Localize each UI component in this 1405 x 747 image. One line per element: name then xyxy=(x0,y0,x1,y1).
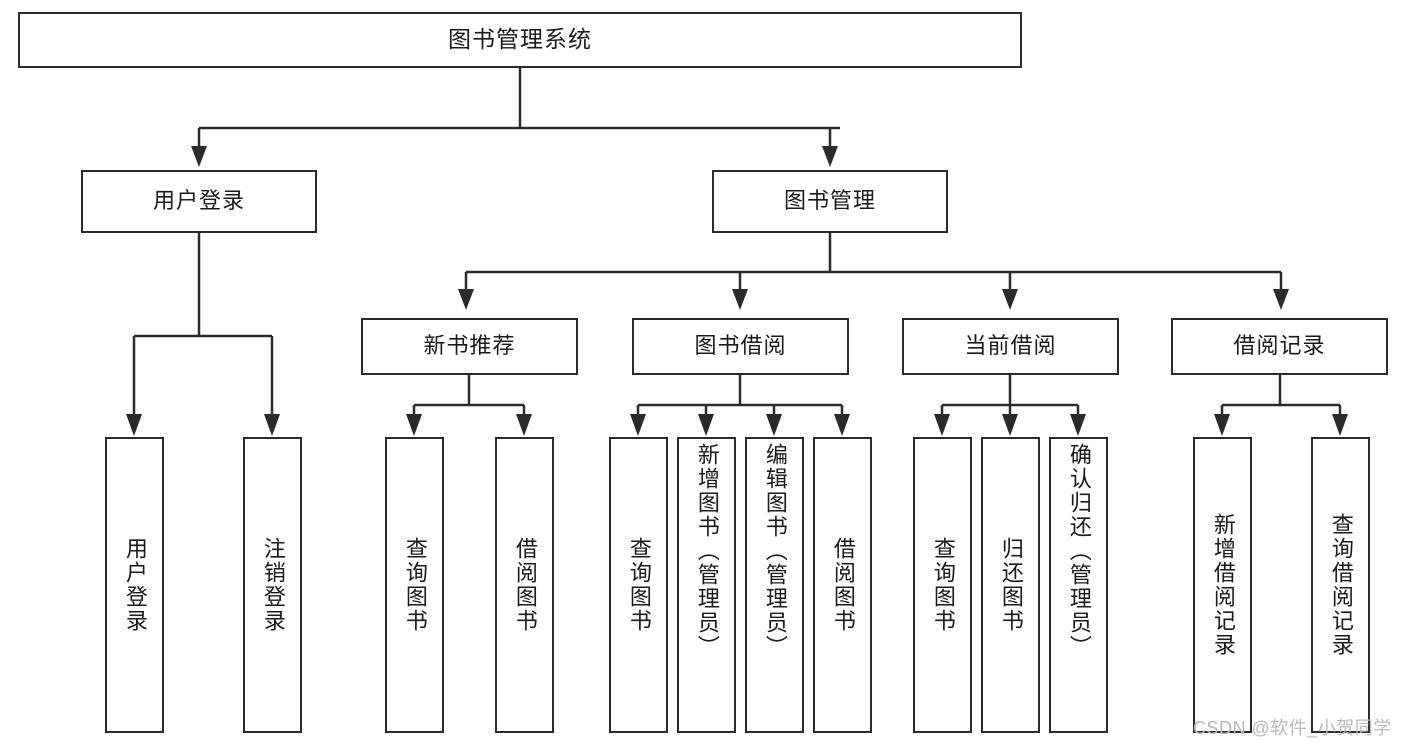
node-book-management-system[interactable]: 图书管理系统 xyxy=(18,12,1022,68)
leaf-record-add-record[interactable]: 新增借阅记录 xyxy=(1193,437,1252,733)
arrow-user-login xyxy=(191,146,207,167)
arrow-cu-l2 xyxy=(1002,414,1018,436)
arrow-bo-l1 xyxy=(630,414,646,436)
arrow-cu-l1 xyxy=(934,414,950,436)
arrow-ul-leaf1 xyxy=(126,414,142,436)
arrow-re-l2 xyxy=(1332,414,1348,436)
arrow-cu-l3 xyxy=(1070,414,1086,436)
leaf-label: 查询图书 xyxy=(402,537,428,633)
watermark-text: CSDN @软件_小贺同学 xyxy=(1193,718,1392,738)
leaf-current-confirm-return-admin[interactable]: 确认归还（管理员） xyxy=(1049,437,1108,733)
node-current-borrow[interactable]: 当前借阅 xyxy=(902,318,1119,375)
leaf-borrow-borrow-book[interactable]: 借阅图书 xyxy=(813,437,872,733)
leaf-user-login-signout[interactable]: 注销登录 xyxy=(243,437,302,733)
arrow-bo-l2 xyxy=(698,414,714,436)
node-label: 当前借阅 xyxy=(964,333,1057,359)
leaf-newbook-borrow-book[interactable]: 借阅图书 xyxy=(495,437,554,733)
arrow-record xyxy=(1273,289,1289,310)
leaf-borrow-add-book-admin[interactable]: 新增图书（管理员） xyxy=(677,437,736,733)
leaf-label: 归还图书 xyxy=(998,537,1024,633)
leaf-label: 编辑图书（管理员） xyxy=(762,443,788,659)
arrow-bo-l4 xyxy=(834,414,850,436)
node-label: 用户登录 xyxy=(152,188,245,214)
leaf-label: 用户登录 xyxy=(122,537,148,633)
leaf-label: 确认归还（管理员） xyxy=(1066,443,1092,659)
leaf-label: 借阅图书 xyxy=(830,537,856,633)
arrow-nb-l1 xyxy=(406,414,422,436)
arrow-book-mgmt xyxy=(822,146,838,167)
node-user-login[interactable]: 用户登录 xyxy=(81,170,317,233)
leaf-current-return-book[interactable]: 归还图书 xyxy=(981,437,1040,733)
leaf-label: 查询图书 xyxy=(626,537,652,633)
leaf-current-query-book[interactable]: 查询图书 xyxy=(913,437,972,733)
leaf-newbook-query-book[interactable]: 查询图书 xyxy=(385,437,444,733)
leaf-label: 借阅图书 xyxy=(512,537,538,633)
leaf-borrow-query-book[interactable]: 查询图书 xyxy=(609,437,668,733)
arrow-re-l1 xyxy=(1214,414,1230,436)
arrow-current xyxy=(1002,289,1018,310)
arrow-bo-l3 xyxy=(766,414,782,436)
leaf-label: 新增借阅记录 xyxy=(1210,513,1236,657)
node-label: 图书管理 xyxy=(783,188,876,214)
leaf-label: 查询图书 xyxy=(930,537,956,633)
arrow-borrow xyxy=(732,289,748,310)
node-label: 图书借阅 xyxy=(694,333,787,359)
arrow-nb-l2 xyxy=(516,414,532,436)
leaf-label: 新增图书（管理员） xyxy=(694,443,720,659)
leaf-user-login-signin[interactable]: 用户登录 xyxy=(105,437,164,733)
arrow-newbook xyxy=(458,289,474,310)
node-label: 新书推荐 xyxy=(423,333,516,359)
node-label: 图书管理系统 xyxy=(448,26,592,53)
node-book-borrow[interactable]: 图书借阅 xyxy=(632,318,849,375)
leaf-record-query-record[interactable]: 查询借阅记录 xyxy=(1311,437,1370,733)
leaf-borrow-edit-book-admin[interactable]: 编辑图书（管理员） xyxy=(745,437,804,733)
node-book-management[interactable]: 图书管理 xyxy=(712,170,948,233)
node-borrow-record[interactable]: 借阅记录 xyxy=(1171,318,1388,375)
node-new-book-recommend[interactable]: 新书推荐 xyxy=(361,318,578,375)
leaf-label: 注销登录 xyxy=(260,537,286,633)
arrow-ul-leaf2 xyxy=(264,414,280,436)
leaf-label: 查询借阅记录 xyxy=(1328,513,1354,657)
node-label: 借阅记录 xyxy=(1233,333,1326,359)
